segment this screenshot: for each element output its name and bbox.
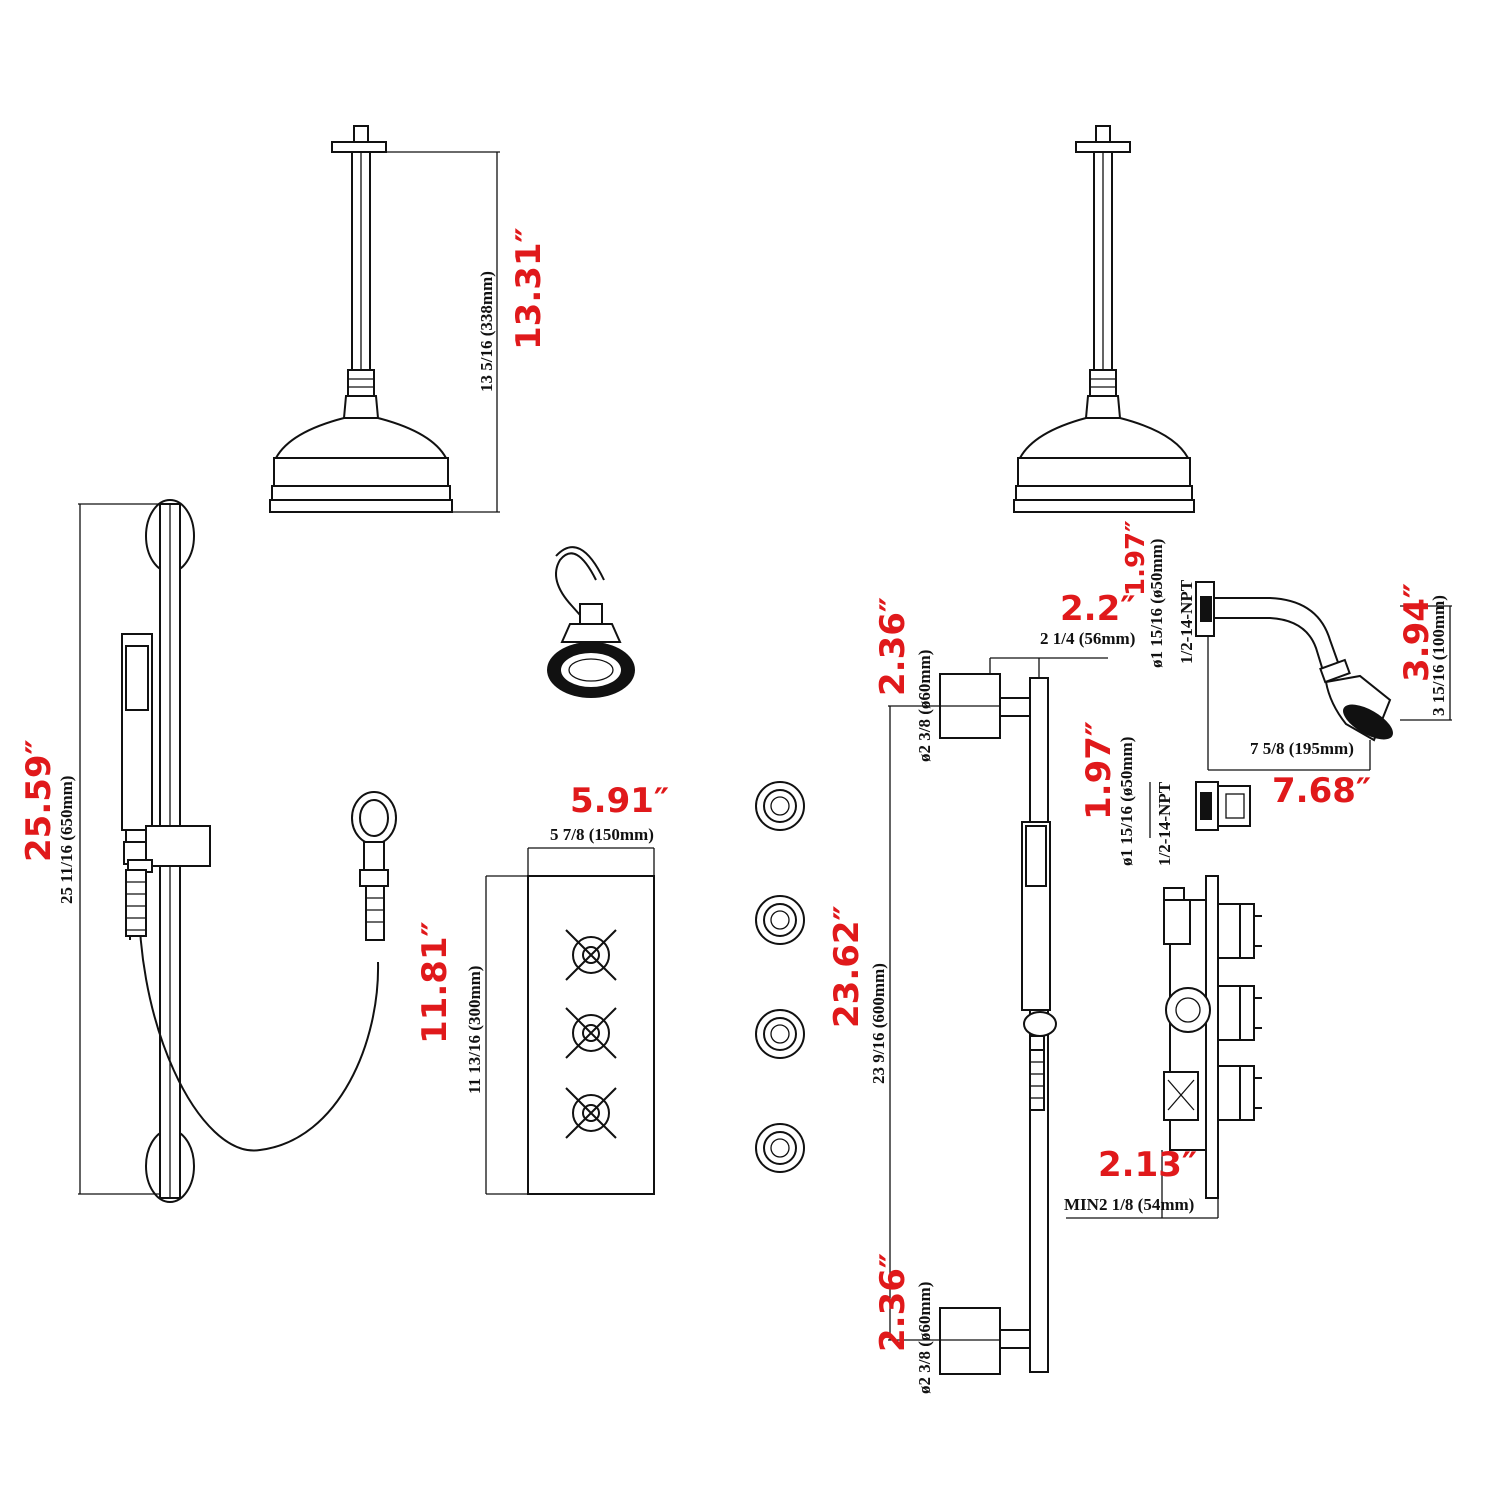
valve-plate-height-fraction: 11 13/16 (300mm) — [465, 966, 484, 1094]
wall-shower-head — [547, 546, 635, 698]
cross-handle-2 — [565, 1007, 617, 1059]
body-jet-1 — [755, 781, 805, 831]
rail-dimensions: 23.62″ 23 9/16 (600mm) 2.36″ ø2 3/8 (ø60… — [827, 589, 1135, 1394]
cross-handle-3 — [565, 1087, 617, 1139]
valve-plate-width-inches: 5.91″ — [570, 781, 669, 821]
flange-top-diameter-inches: 2.36″ — [873, 597, 913, 696]
cross-handle-1 — [565, 929, 617, 981]
arm-drop-inches: 3.94″ — [1397, 583, 1437, 682]
arm-flange-diameter-fraction: ø1 15/16 (ø50mm) — [1147, 539, 1166, 668]
valve-plate-width-fraction: 5 7/8 (150mm) — [550, 825, 654, 844]
rail-assembly-side-view — [939, 673, 1057, 1375]
flange-bottom-diameter-inches: 2.36″ — [873, 1253, 913, 1352]
body-jet-4 — [755, 1123, 805, 1173]
valve-body-side-view: 2.13″ MIN2 1/8 (54mm) — [1064, 875, 1262, 1219]
shower-arm-dimensions: 1.97″ ø1 15/16 (ø50mm) 1/2-14-NPT 3.94″ … — [1121, 520, 1452, 811]
body-jets — [755, 781, 805, 1173]
ceiling-arm-height-inches: 13.31″ — [509, 227, 549, 350]
arm-flange-diameter-inches: 1.97″ — [1121, 520, 1151, 596]
jet-thread-spec: 1/2-14-NPT — [1155, 781, 1174, 866]
rail-offset-inches: 2.2″ — [1060, 589, 1135, 629]
ceiling-arm-height-dimension: 13.31″ 13 5/16 (338mm) — [386, 151, 549, 513]
arm-reach-inches: 7.68″ — [1272, 771, 1371, 811]
slide-bar-assembly — [121, 499, 397, 1203]
left-ceiling-rain-shower — [269, 125, 453, 513]
valve-depth-fraction: MIN2 1/8 (54mm) — [1064, 1195, 1194, 1214]
valve-trim-plate — [485, 847, 655, 1195]
flange-bottom-diameter-fraction: ø2 3/8 (ø60mm) — [915, 1282, 934, 1394]
arm-drop-fraction: 3 15/16 (100mm) — [1429, 595, 1448, 716]
rail-length-inches: 23.62″ — [827, 905, 867, 1028]
valve-plate-dimensions: 5.91″ 5 7/8 (150mm) 11.81″ 11 13/16 (300… — [415, 781, 669, 1094]
slide-bar-length-dimension: 25.59″ 25 11/16 (650mm) — [19, 503, 170, 1195]
arm-reach-fraction: 7 5/8 (195mm) — [1250, 739, 1354, 758]
valve-plate-height-inches: 11.81″ — [415, 921, 455, 1044]
body-jet-2 — [755, 895, 805, 945]
jet-diameter-inches: 1.97″ — [1079, 721, 1119, 820]
shower-arm-with-head — [1195, 581, 1393, 742]
valve-depth-inches: 2.13″ — [1098, 1145, 1197, 1185]
right-ceiling-rain-shower — [1013, 125, 1195, 513]
body-jet-3 — [755, 1009, 805, 1059]
slide-bar-length-inches: 25.59″ — [19, 739, 59, 862]
flange-top-diameter-fraction: ø2 3/8 (ø60mm) — [915, 650, 934, 762]
slide-bar-length-fraction: 25 11/16 (650mm) — [57, 776, 76, 904]
rail-length-fraction: 23 9/16 (600mm) — [869, 963, 888, 1084]
ceiling-arm-height-fraction: 13 5/16 (338mm) — [477, 271, 496, 392]
jet-diameter-fraction: ø1 15/16 (ø50mm) — [1117, 737, 1136, 866]
arm-thread-spec: 1/2-14-NPT — [1177, 579, 1196, 664]
rail-offset-fraction: 2 1/4 (56mm) — [1040, 629, 1135, 648]
body-jet-side-view: 1.97″ ø1 15/16 (ø50mm) 1/2-14-NPT — [1079, 721, 1251, 866]
